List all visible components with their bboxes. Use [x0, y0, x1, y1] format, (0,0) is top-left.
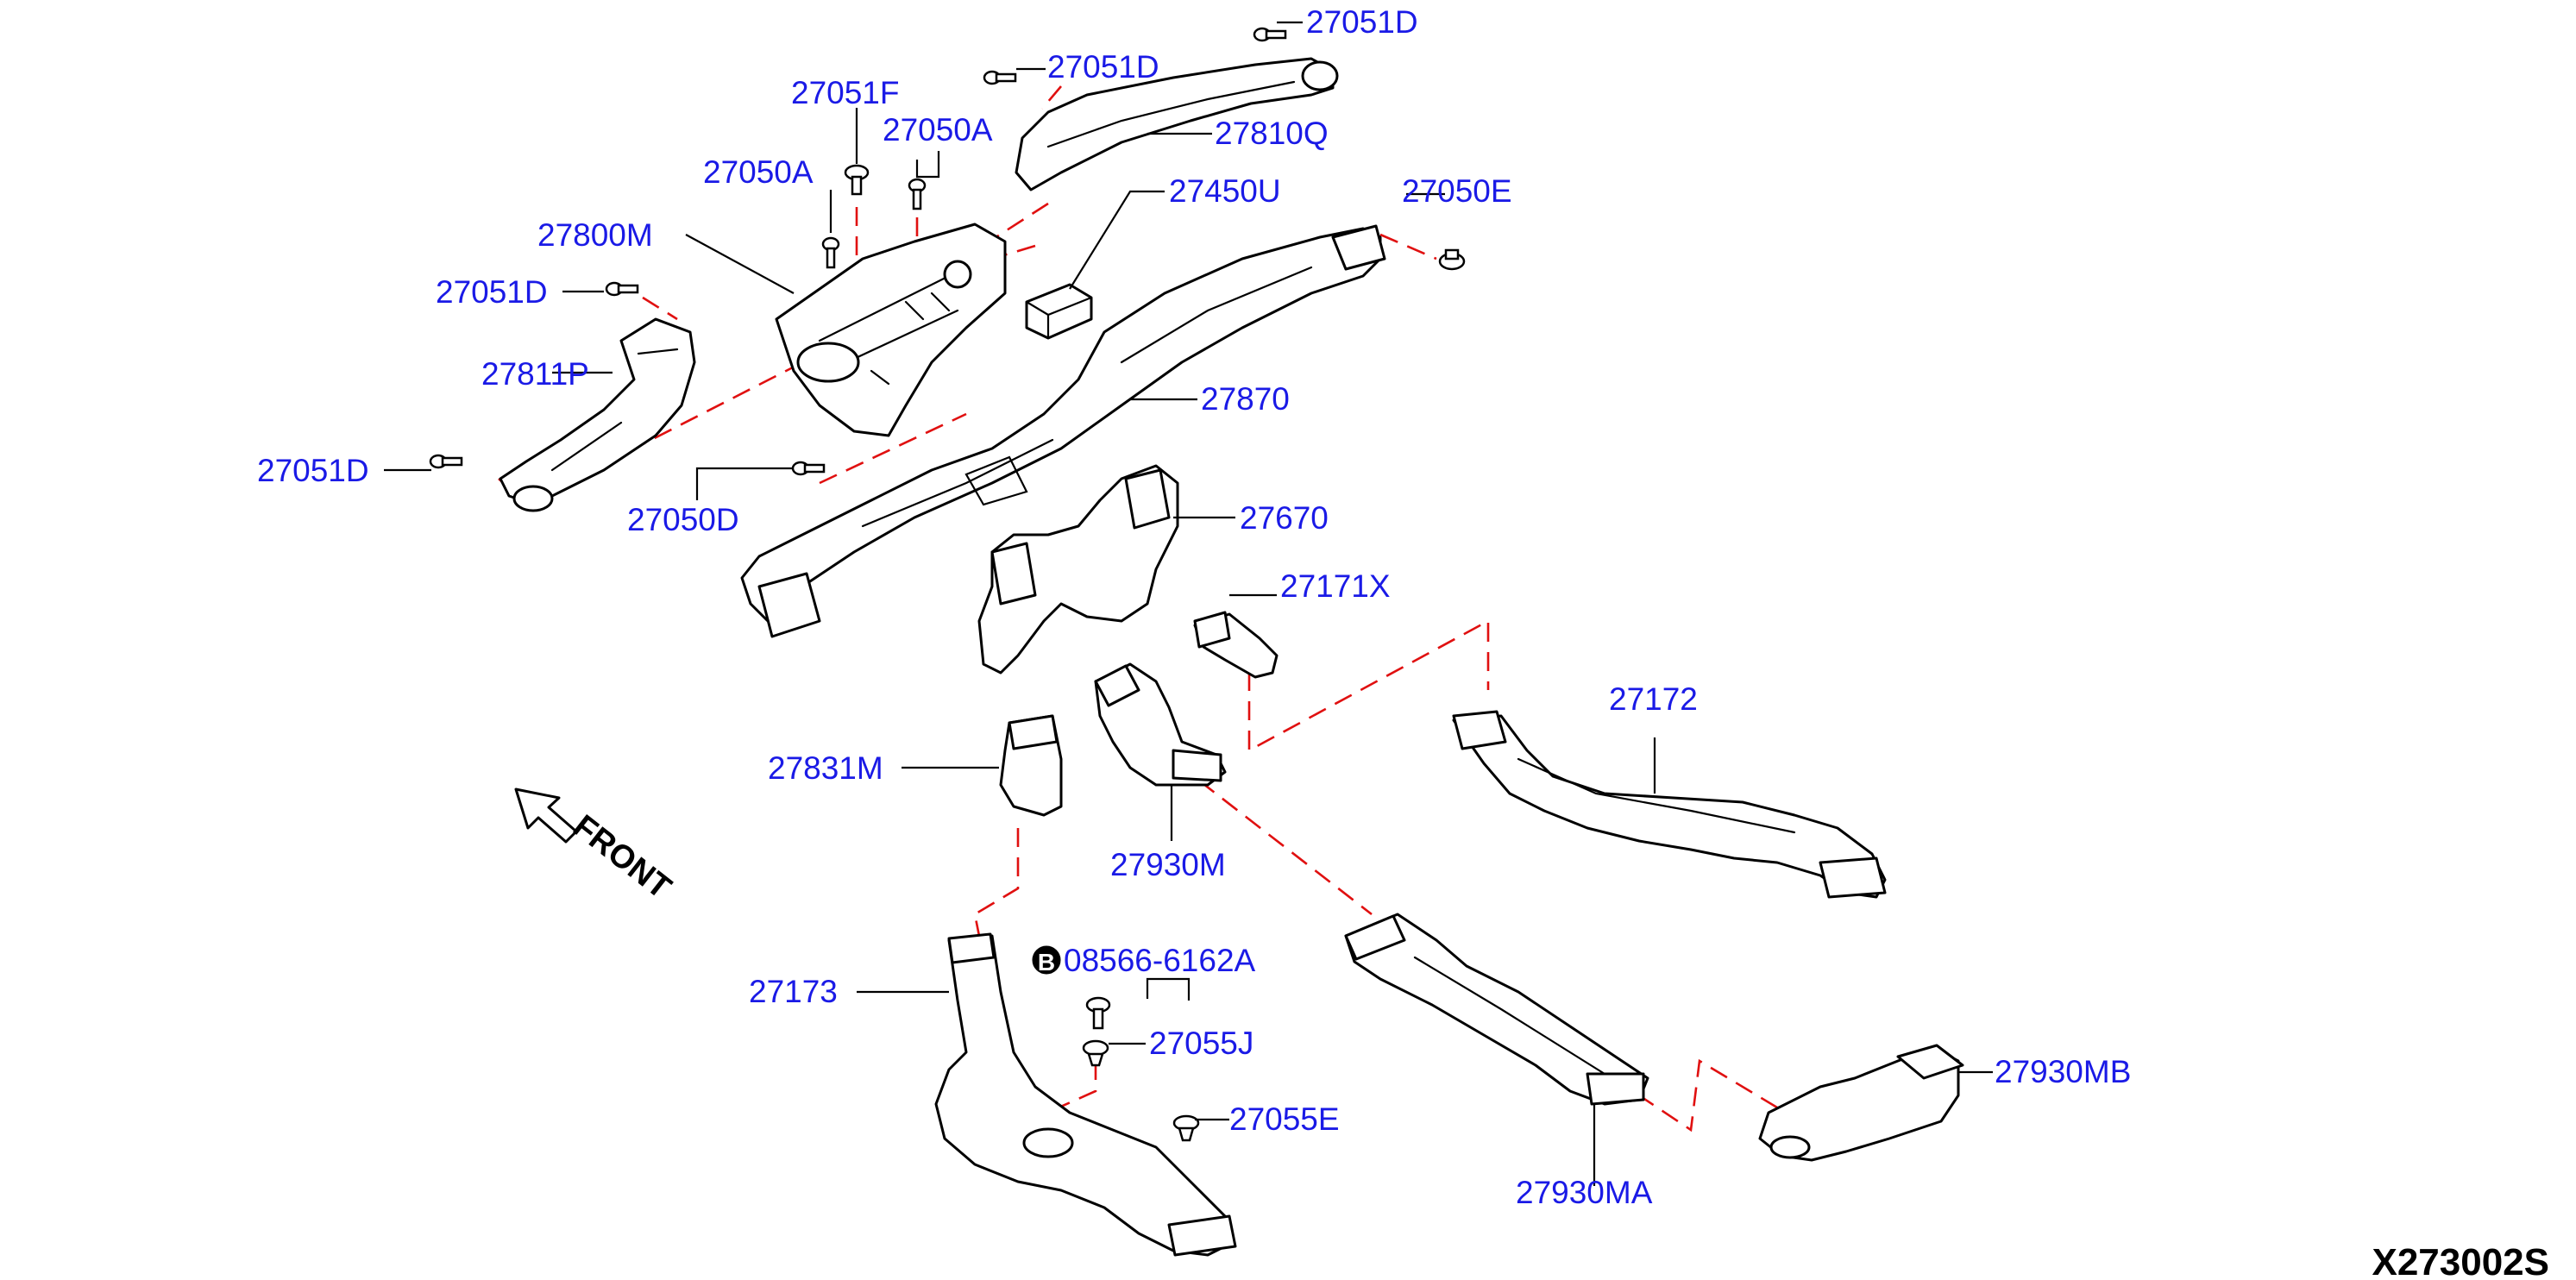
bolt-27051d-left — [605, 281, 639, 297]
clip-27055j — [1082, 1039, 1109, 1067]
duct-27811p — [499, 317, 696, 512]
bolt-27051d-top — [1253, 27, 1287, 42]
label-27831m: 27831M — [768, 750, 883, 786]
label-27670: 27670 — [1240, 500, 1329, 536]
label-27050e: 27050E — [1402, 173, 1512, 209]
bolt-27051d-second — [983, 70, 1017, 85]
front-arrow-icon — [514, 787, 578, 844]
label-27930ma: 27930MA — [1516, 1175, 1653, 1210]
diagram-reference-code: X273002S — [2372, 1241, 2549, 1280]
bolt-27050a-left — [821, 236, 840, 269]
label-27870: 27870 — [1201, 381, 1290, 417]
label-27051d-top: 27051D — [1306, 4, 1418, 40]
vent-27831m — [999, 714, 1063, 817]
part-labels: 27051D 27051D 27051F 27050A 27810Q 27050… — [257, 4, 2131, 1210]
duct-27930m — [1094, 662, 1227, 787]
label-08566-6162a: 08566-6162A — [1064, 943, 1256, 978]
leader-lines — [384, 21, 1993, 1186]
fasteners — [429, 27, 1466, 1142]
bolt-27050a-right — [908, 178, 927, 210]
bolt-08566 — [1085, 996, 1111, 1030]
bolt-27051d-lower-left — [429, 454, 463, 469]
label-27051f: 27051F — [791, 75, 900, 110]
bolt-27050d — [791, 461, 826, 476]
duct-27930ma — [1344, 913, 1649, 1106]
label-27055e: 27055E — [1229, 1101, 1340, 1137]
duct-27171x — [1193, 611, 1279, 679]
front-label: FRONT — [566, 808, 677, 907]
label-27810q: 27810Q — [1215, 116, 1329, 151]
label-27800m: 27800M — [537, 217, 653, 253]
module-27450u — [1025, 283, 1093, 340]
clip-27055e — [1172, 1114, 1200, 1142]
label-27171x: 27171X — [1280, 568, 1391, 604]
badge-letter: B — [1038, 949, 1055, 976]
label-27930mb: 27930MB — [1995, 1054, 2131, 1089]
label-27050d: 27050D — [627, 502, 739, 537]
bulletin-badge: B — [1032, 945, 1061, 976]
label-27051d-left: 27051D — [436, 274, 548, 310]
duct-27870 — [740, 224, 1386, 638]
duct-27930mb — [1758, 1044, 1964, 1162]
label-27811p: 27811P — [481, 356, 589, 392]
duct-27173 — [934, 932, 1237, 1257]
label-27055j: 27055J — [1149, 1026, 1253, 1061]
label-27450u: 27450U — [1169, 173, 1281, 209]
alignment-lines — [498, 85, 1787, 1147]
label-27051d-second: 27051D — [1047, 49, 1159, 85]
label-27173: 27173 — [749, 974, 838, 1009]
label-27172: 27172 — [1609, 681, 1698, 717]
label-27930m: 27930M — [1110, 847, 1226, 882]
label-27050a-right: 27050A — [883, 112, 993, 147]
vent-27670 — [977, 464, 1179, 675]
label-27051d-lower-left: 27051D — [257, 453, 369, 488]
label-27050a-left: 27050A — [703, 154, 814, 190]
clip-27051f — [844, 164, 870, 196]
duct-27172 — [1452, 710, 1887, 899]
duct-27810q — [1015, 57, 1339, 191]
clip-27050e — [1438, 248, 1466, 271]
front-direction-indicator: FRONT — [514, 787, 677, 907]
housing-27800m — [775, 223, 1007, 437]
